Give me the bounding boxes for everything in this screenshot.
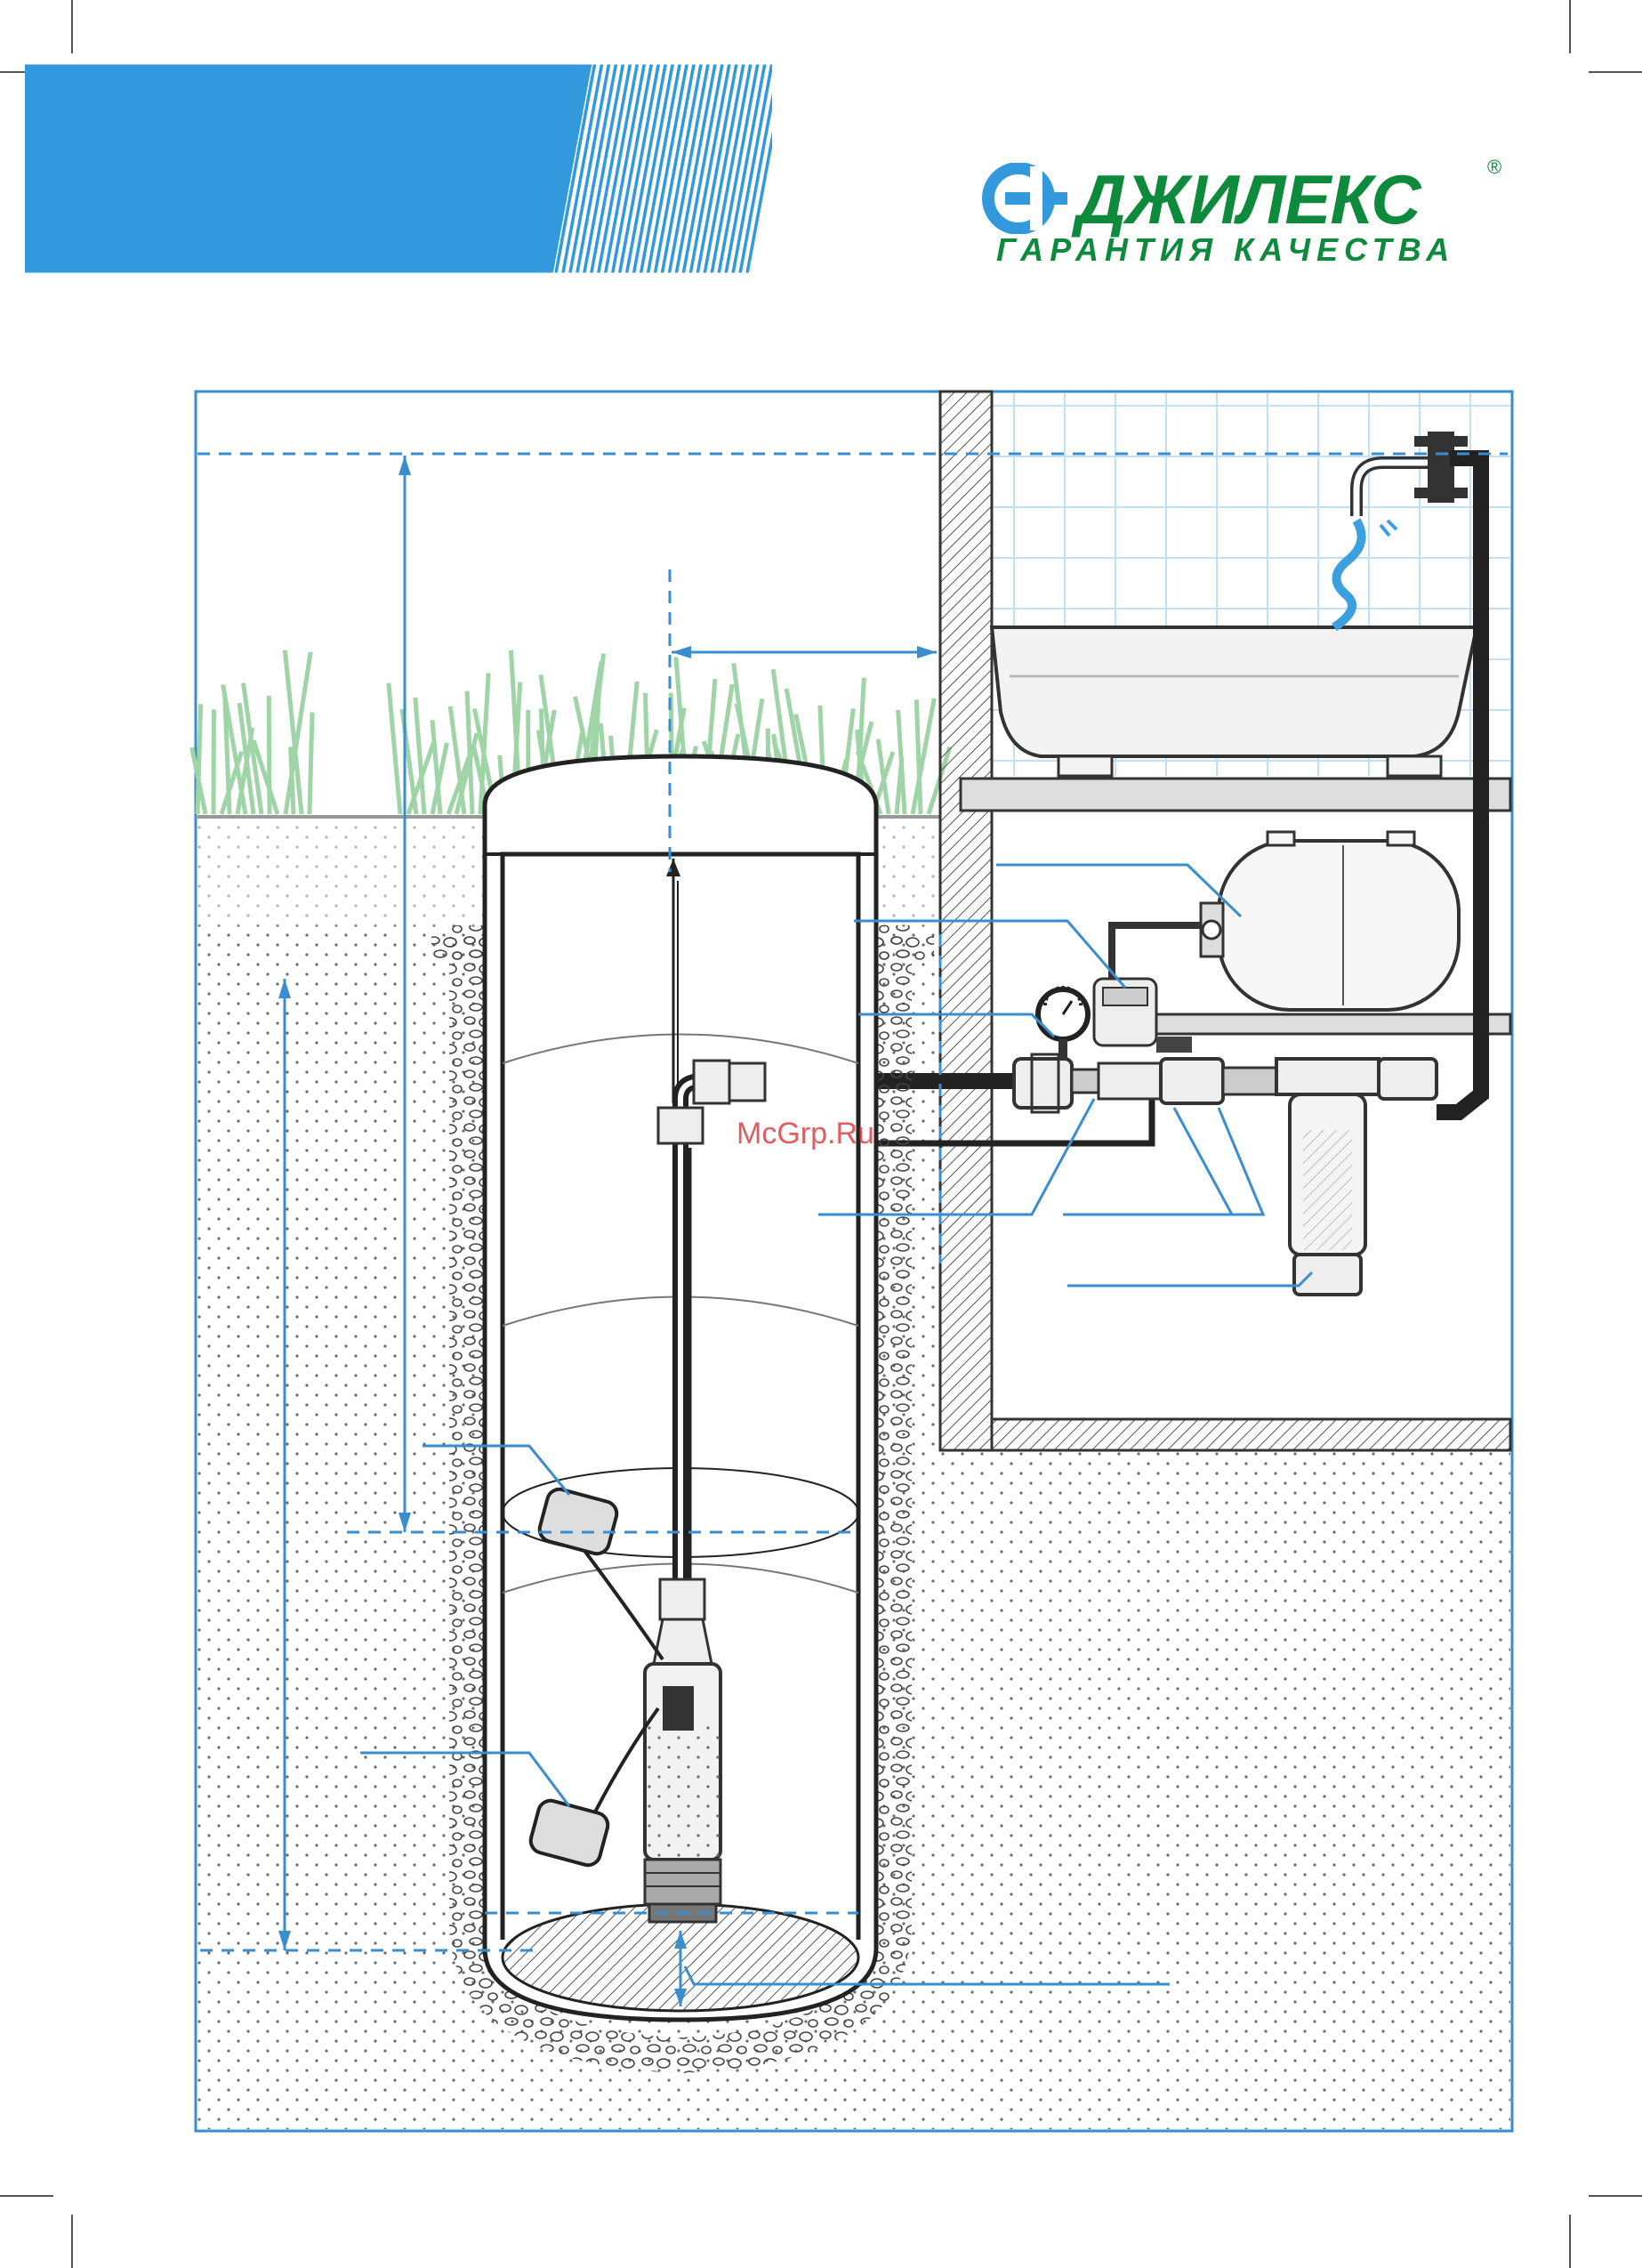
header-stripe: [610, 64, 654, 273]
grass-blade: [910, 698, 937, 815]
water-jet: [1332, 518, 1366, 632]
grass-blade: [464, 690, 475, 815]
header-stripe: [681, 64, 724, 273]
header-stripe: [590, 64, 632, 273]
grass-blade: [430, 720, 443, 815]
header-stripe: [667, 64, 710, 273]
bathtub: [989, 626, 1479, 778]
grass-blade: [282, 650, 304, 815]
header-stripe: [717, 64, 760, 273]
header-stripe: [568, 64, 611, 273]
header-stripe: [540, 64, 583, 273]
header-stripe: [632, 64, 674, 273]
header-stripe: [674, 64, 717, 273]
grass-blade: [221, 684, 248, 815]
brand-tagline: ГАРАНТИЯ КАЧЕСТВА: [996, 231, 1456, 268]
crop-mark: [1569, 0, 1571, 53]
pressure-gauge: [1035, 986, 1091, 1066]
grass-blade: [454, 732, 479, 815]
header-stripe: [597, 64, 640, 273]
header-stripe: [745, 130, 772, 273]
crop-mark: [1589, 71, 1642, 73]
check-valve: [1012, 1053, 1074, 1114]
watermark: McGrp.Ru: [736, 1117, 874, 1150]
header-stripe: [696, 64, 738, 273]
grass-blade: [195, 704, 204, 815]
header-stripe: [624, 64, 667, 273]
brand-logo: ДЖИЛЕКС ® ГАРАНТИЯ КАЧЕСТВА: [978, 156, 1512, 280]
header-band: [25, 64, 772, 273]
logo-mark-icon: [982, 163, 1067, 234]
grass-blade: [283, 651, 313, 815]
house-supply-pipe: [1437, 450, 1489, 1120]
crop-mark: [1569, 2215, 1571, 2268]
grass-blade: [241, 682, 264, 815]
hydroaccumulator: [1199, 830, 1461, 1012]
pressure-switch: [1092, 977, 1158, 1047]
floor-slab: [990, 1417, 1512, 1452]
grass-blade: [447, 706, 467, 815]
grass-blade: [430, 742, 449, 815]
dimension-lines: [197, 452, 1508, 2006]
header-stripe: [731, 64, 772, 273]
grass-blade: [413, 697, 427, 815]
filter: [1275, 1057, 1380, 1296]
header-stripe: [688, 64, 731, 273]
leader-lines: [360, 863, 1314, 1986]
header-stripe: [554, 64, 597, 273]
header-stripe: [639, 64, 681, 273]
registered-mark: ®: [1487, 156, 1502, 178]
diagram-frame: [194, 390, 1514, 2133]
header-stripe: [724, 64, 767, 273]
header-stripe: [703, 64, 745, 273]
crop-mark: [1589, 2195, 1642, 2197]
grass-blade: [266, 696, 272, 815]
grass-blade: [386, 682, 403, 815]
grass-blade: [219, 751, 245, 815]
bath-shelf: [959, 777, 1512, 812]
header-stripe: [576, 64, 618, 273]
header-stripe: [653, 64, 696, 273]
header-stripe: [547, 64, 590, 273]
grass-blade: [251, 739, 280, 815]
grass-blade: [855, 750, 883, 815]
faucet: [1350, 432, 1468, 516]
soil-right: [940, 1450, 1510, 2129]
crop-mark: [71, 0, 73, 53]
accumulator-shelf: [1146, 1013, 1512, 1036]
header-stripe: [646, 64, 688, 273]
header-stripe: [617, 64, 660, 273]
grass-blade: [478, 673, 491, 815]
grass-blade: [875, 739, 891, 815]
float-switch-upper: [537, 1487, 664, 1661]
drainage-pump: [643, 1578, 722, 1924]
crop-mark: [0, 2195, 53, 2197]
crop-mark: [71, 2215, 73, 2268]
grass-blade: [914, 699, 923, 815]
grass-blade: [307, 712, 315, 815]
header-stripe: [561, 64, 604, 273]
brand-name: ДЖИЛЕКС: [1076, 160, 1421, 238]
header-stripe: [660, 64, 703, 273]
header-stripe: [583, 64, 625, 273]
grass-blade: [896, 709, 907, 815]
grass-blade: [189, 747, 208, 815]
float-switch-lower: [528, 1707, 660, 1868]
header-stripe: [710, 64, 753, 273]
grass-blade: [288, 747, 296, 815]
grass-blade: [237, 702, 256, 815]
header-stripe: [604, 64, 647, 273]
ball-valve: [1156, 1037, 1225, 1105]
